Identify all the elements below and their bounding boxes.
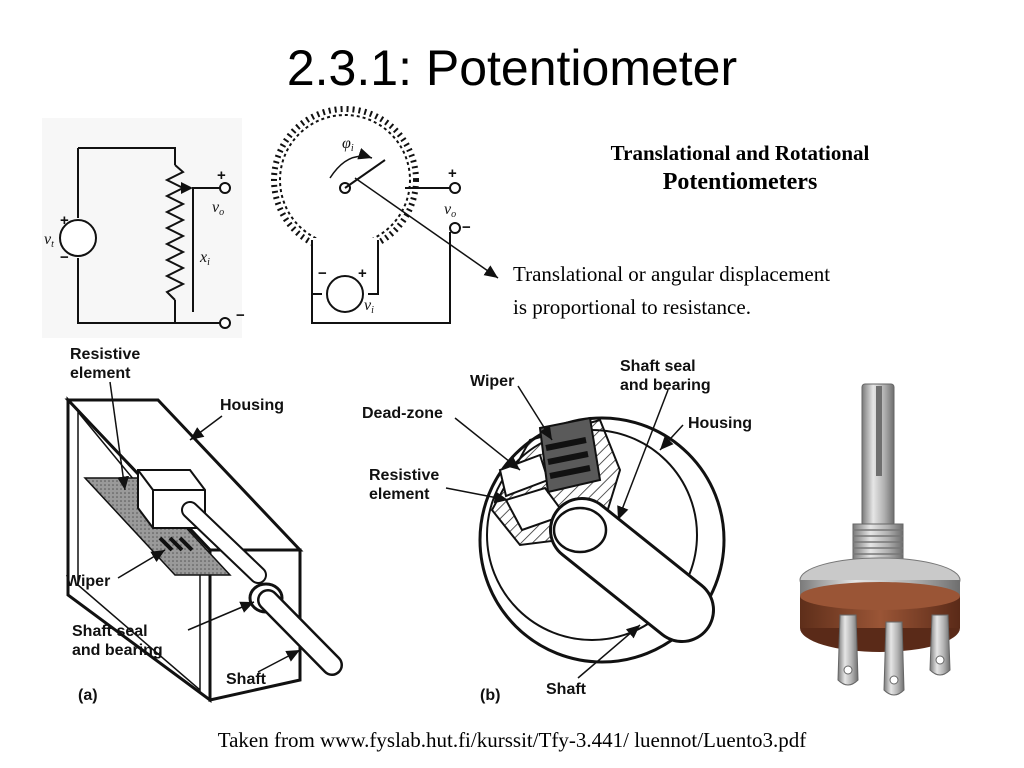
svg-text:+: + bbox=[60, 212, 69, 229]
svg-text:−: − bbox=[462, 219, 471, 236]
svg-text:+: + bbox=[448, 165, 457, 182]
label-resistive-element-1: Resistive bbox=[70, 346, 140, 363]
slide-subtitle: Translational and Rotational Potentiomet… bbox=[540, 140, 940, 198]
voltage-source-icon bbox=[326, 275, 364, 313]
label-housing: Housing bbox=[220, 397, 284, 414]
svg-text:vi: vi bbox=[364, 297, 374, 316]
rotary-resistor-icon bbox=[279, 114, 411, 246]
label-shaft: Shaft bbox=[226, 671, 267, 688]
label-rotary-shaft-seal-1: Shaft seal bbox=[620, 358, 696, 375]
label-shaft-seal-2: and bearing bbox=[72, 642, 163, 659]
svg-text:φi: φi bbox=[342, 135, 354, 154]
label-rotary-resistive-2: element bbox=[369, 486, 430, 503]
subtitle-line-1: Translational and Rotational bbox=[610, 141, 870, 165]
rotational-circuit-diagram: φi + vo − − + vi bbox=[271, 106, 499, 324]
description-line-1: Translational or angular displacement bbox=[513, 262, 831, 286]
svg-text:−: − bbox=[236, 307, 245, 324]
label-rotary-shaft: Shaft bbox=[546, 681, 587, 698]
wiper-arrow-icon bbox=[181, 182, 193, 194]
label-rotary-resistive-1: Resistive bbox=[369, 467, 439, 484]
label-resistive-element-2: element bbox=[70, 365, 131, 382]
rotary-potentiometer-cutaway: Wiper Dead-zone Resistive element Shaft … bbox=[362, 358, 752, 704]
label-rotary-housing: Housing bbox=[688, 415, 752, 432]
label-wiper: Wiper bbox=[66, 573, 110, 590]
pointer-arrow-icon bbox=[354, 177, 499, 279]
label-dead-zone: Dead-zone bbox=[362, 405, 443, 422]
resistor-icon bbox=[164, 164, 186, 301]
svg-text:+: + bbox=[358, 265, 367, 282]
linear-potentiometer-cutaway: Resistive element Housing Wiper Shaft se… bbox=[64, 346, 343, 704]
potentiometer-photo bbox=[799, 383, 961, 696]
subtitle-line-2: Potentiometers bbox=[662, 169, 818, 195]
description-line-2: is proportional to resistance. bbox=[513, 295, 751, 319]
svg-text:−: − bbox=[60, 249, 69, 266]
label-shaft-seal-1: Shaft seal bbox=[72, 623, 148, 640]
translational-circuit-diagram: + − vt + vo − xi bbox=[42, 118, 245, 338]
svg-text:−: − bbox=[318, 265, 327, 282]
svg-text:vt: vt bbox=[44, 231, 54, 250]
svg-text:+: + bbox=[217, 167, 226, 184]
svg-text:xi: xi bbox=[199, 249, 210, 268]
voltage-source-icon bbox=[59, 219, 97, 257]
label-rotary-wiper: Wiper bbox=[470, 373, 514, 390]
label-rotary-shaft-seal-2: and bearing bbox=[620, 377, 711, 394]
slide-title: 2.3.1: Potentiometer bbox=[286, 40, 738, 96]
figure-letter-b: (b) bbox=[480, 687, 500, 704]
description-text: Translational or angular displacement is… bbox=[513, 258, 973, 324]
source-footer: Taken from www.fyslab.hut.fi/kurssit/Tfy… bbox=[217, 728, 807, 752]
svg-text:vo: vo bbox=[212, 199, 224, 218]
figure-letter-a: (a) bbox=[78, 687, 98, 704]
svg-text:vo: vo bbox=[444, 201, 456, 220]
